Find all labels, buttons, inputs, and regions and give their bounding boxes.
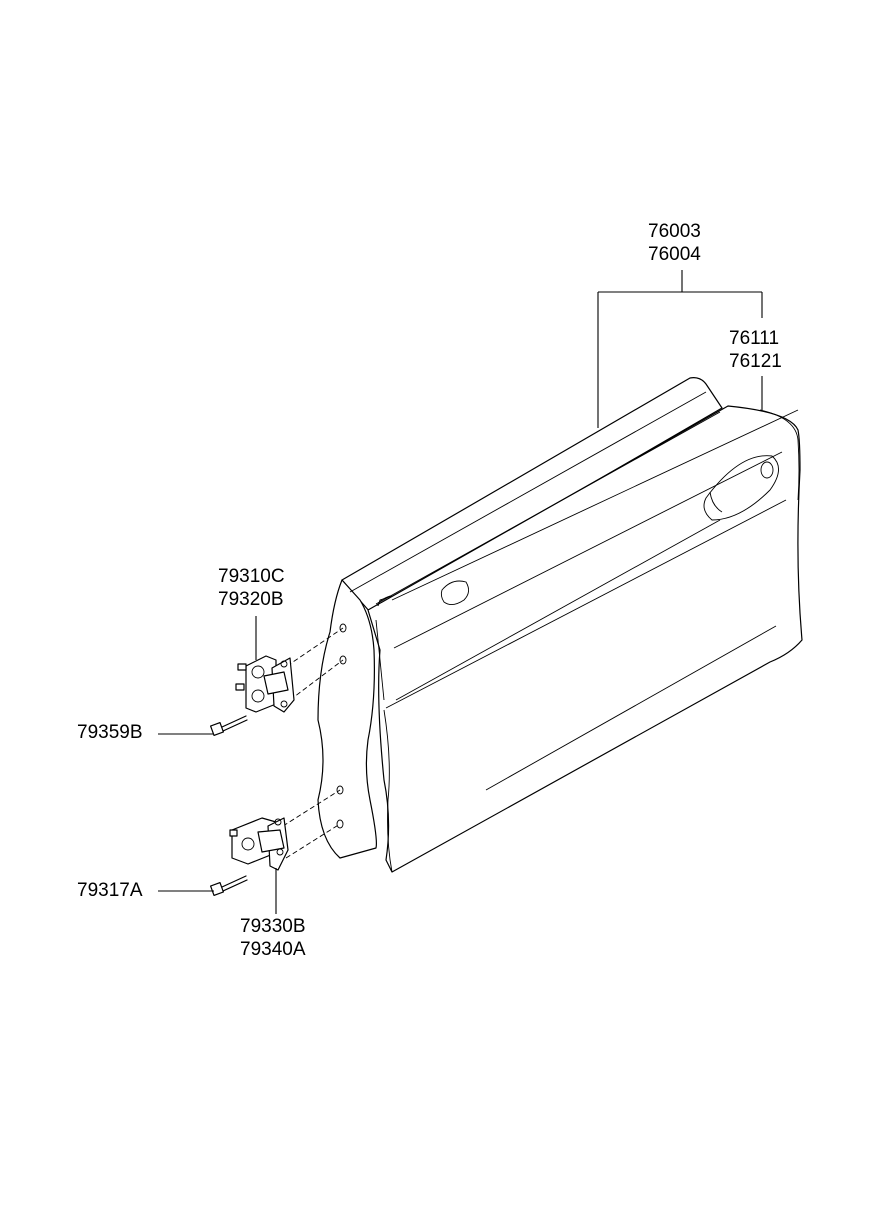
door-detail-lines (349, 391, 800, 873)
upper-hinge (235, 655, 295, 713)
pillar-holes (336, 623, 347, 829)
upper-bolt (209, 715, 248, 737)
alignment-dashes (282, 627, 344, 859)
door-shell (317, 377, 803, 873)
callout-lower-bolt: 79317A (77, 880, 143, 901)
callout-upper-bolt: 79359B (77, 722, 143, 743)
callout-door-panel-b: 76004 (648, 244, 701, 265)
lower-bolt (209, 875, 248, 897)
callout-lower-hinge-a: 79330B (240, 916, 306, 937)
callout-outer-panel-a: 76111 (729, 328, 780, 349)
callout-door-panel-a: 76003 (648, 221, 701, 242)
lower-hinge (229, 817, 289, 871)
callout-outer-panel-b: 76121 (729, 351, 782, 372)
callout-upper-hinge-b: 79320B (218, 589, 284, 610)
callout-upper-hinge-a: 79310C (218, 566, 285, 587)
callout-lower-hinge-b: 79340A (240, 939, 306, 960)
leader-door-panel (597, 270, 763, 428)
